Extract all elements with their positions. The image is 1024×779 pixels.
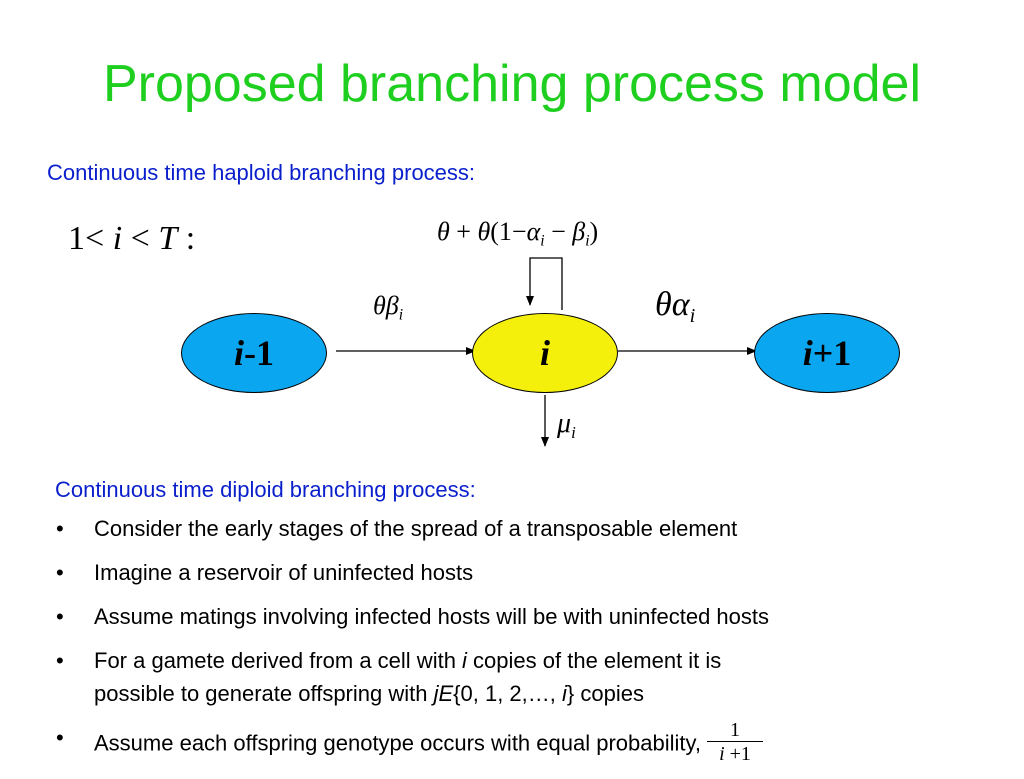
rate-out-alpha: α [671,286,690,323]
bullet-text: Assume matings involving infected hosts … [94,604,770,629]
bullet-dot: • [56,648,64,673]
bullet-text: Assume each offspring genotype occurs wi… [94,730,701,756]
bullet-item: • Assume each offspring genotype occurs w… [52,719,1002,768]
self-loop-minus2: − [551,217,566,246]
self-loop-open: (1 [490,217,512,246]
condition-formula: 1< i < T : [68,220,195,258]
rate-out-label: θαi [655,286,695,328]
death-rate-sub: i [571,422,576,442]
bullet-list: • Consider the early stages of the spread… [52,512,1002,779]
node-i: i [472,313,618,393]
self-loop-beta-sub: i [585,232,590,250]
node-right-rest: +1 [812,333,852,373]
rate-out-theta: θ [655,286,672,323]
diploid-heading: Continuous time diploid branching proces… [55,477,476,502]
self-loop-close: ) [589,217,599,246]
bullet-item: • Assume matings involving infected hosts… [52,600,1002,633]
rate-in-sub: i [398,306,404,324]
self-loop-arrow [526,257,563,310]
slide-title: Proposed branching process model [102,55,922,113]
rate-out-sub: i [689,305,696,328]
bullet-text: Consider the early stages of the spread … [94,516,738,541]
node-right-var: i [802,333,813,373]
bullet-line2-var2: i [562,681,567,706]
bullet-dot: • [56,516,64,541]
fraction-den-rest: +1 [724,743,751,765]
bullet-line1-var: i [462,648,467,673]
node-left-rest: -1 [244,333,274,373]
fraction-den-var: i [719,743,725,765]
fraction-denominator: i +1 [719,742,751,766]
condition-lt1: < [85,220,105,257]
condition-lhs: 1 [68,220,85,257]
bullet-dot: • [56,604,64,629]
self-loop-rate: θ + θ(1−αi − βi) [437,217,598,250]
bullet-line2-var: jE [433,681,454,706]
bullet-dot: • [56,725,64,750]
node-left-label: i-1 [234,332,274,374]
self-loop-minus1: − [511,217,527,246]
self-loop-theta-a: θ [437,217,450,246]
node-center-var: i [539,333,550,373]
node-left-var: i [233,333,244,373]
bullet-text: Imagine a reservoir of uninfected hosts [94,560,474,585]
fraction-bar [706,741,763,742]
bullet-line1-pre: For a gamete derived from a cell with [94,648,463,673]
rate-in-theta: θ [373,291,386,320]
death-rate-mu: μ [557,408,572,439]
death-rate-label: μi [557,408,576,443]
self-loop-theta-b: θ [477,217,491,246]
self-loop-plus: + [456,217,471,246]
condition-var: i [112,220,123,257]
haploid-heading: Continuous time haploid branching proces… [47,160,476,185]
bullet-dot: • [56,560,64,585]
rate-in-label: θβi [373,291,403,324]
node-i-plus-1: i+1 [754,313,900,393]
bullet-item: • For a gamete derived from a cell with i… [52,644,1002,710]
self-loop-alpha: α [526,217,541,246]
fraction-numerator: 1 [729,719,740,741]
rate-in-beta: β [385,291,399,320]
bullet-item: • Consider the early stages of the spread… [52,512,1002,545]
condition-colon: : [185,220,196,257]
condition-rhs: T [158,220,178,257]
node-i-minus-1: i-1 [181,313,327,393]
bullet-line1-post: copies of the element it is [466,648,722,673]
bullet-line2-post: } copies [566,681,644,706]
bullet-line2-mid: {0, 1, 2,…, [453,681,562,706]
node-right-label: i+1 [803,332,852,374]
condition-lt2: < [130,220,150,257]
self-loop-beta: β [572,217,586,246]
self-loop-alpha-sub: i [540,232,545,250]
bullet-line2-pre: possible to generate offspring with [94,681,434,706]
bullet-item: • Imagine a reservoir of uninfected hosts [52,556,1002,589]
